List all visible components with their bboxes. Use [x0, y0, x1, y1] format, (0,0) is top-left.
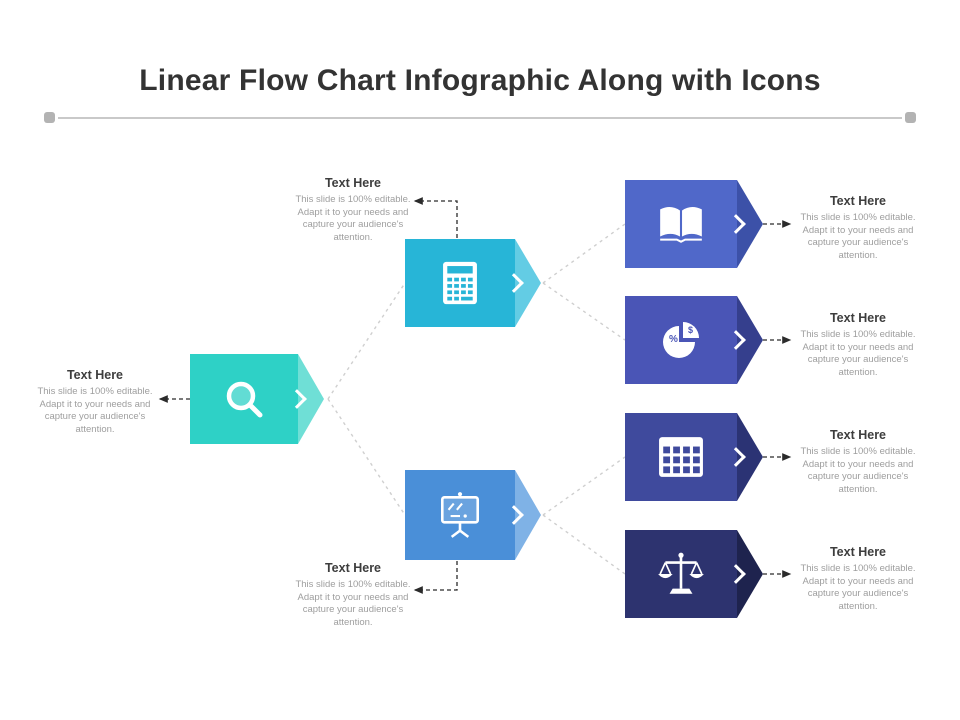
text-block-body: This slide is 100% editable. Adapt it to…	[295, 579, 411, 628]
text-block-body: This slide is 100% editable. Adapt it to…	[295, 194, 411, 243]
text-block-body: This slide is 100% editable. Adapt it to…	[800, 563, 916, 612]
node-scales-body	[625, 530, 737, 618]
text-block-title: Text Here	[829, 194, 887, 208]
text-block-right-2: Text Here This slide is 100% editable. A…	[795, 311, 921, 379]
calculator-icon	[443, 261, 477, 305]
text-block-right-1: Text Here This slide is 100% editable. A…	[795, 194, 921, 262]
text-block-mid-bottom: Text Here This slide is 100% editable. A…	[293, 561, 413, 629]
text-block-body: This slide is 100% editable. Adapt it to…	[800, 446, 916, 495]
text-block-left: Text Here This slide is 100% editable. A…	[35, 368, 155, 436]
node-search-body	[190, 354, 298, 444]
text-block-right-4: Text Here This slide is 100% editable. A…	[795, 545, 921, 613]
divider-endpoint-right	[905, 112, 916, 123]
node-board-body	[405, 470, 515, 560]
pie-chart-icon: % $	[663, 322, 699, 358]
svg-text:%: %	[669, 334, 678, 345]
scales-icon	[658, 552, 704, 594]
search-icon	[226, 381, 263, 418]
title-divider	[58, 117, 902, 119]
presentation-board-icon	[440, 492, 480, 538]
text-block-body: This slide is 100% editable. Adapt it to…	[800, 212, 916, 261]
node-book	[625, 180, 763, 268]
node-table	[625, 413, 763, 501]
node-calculator	[405, 239, 541, 327]
node-calculator-body	[405, 239, 515, 327]
text-block-title: Text Here	[829, 428, 887, 442]
text-block-mid-top: Text Here This slide is 100% editable. A…	[293, 176, 413, 244]
book-icon	[660, 207, 702, 243]
text-block-body: This slide is 100% editable. Adapt it to…	[800, 329, 916, 378]
node-search	[190, 354, 324, 444]
node-book-body	[625, 180, 737, 268]
table-icon	[659, 437, 703, 477]
text-block-title: Text Here	[324, 176, 382, 190]
node-scales	[625, 530, 763, 618]
text-block-body: This slide is 100% editable. Adapt it to…	[37, 386, 153, 435]
text-block-title: Text Here	[829, 311, 887, 325]
node-table-body	[625, 413, 737, 501]
text-block-right-3: Text Here This slide is 100% editable. A…	[795, 428, 921, 496]
node-board	[405, 470, 541, 560]
text-block-title: Text Here	[324, 561, 382, 575]
divider-endpoint-left	[44, 112, 55, 123]
node-pie: % $	[625, 296, 763, 384]
page-title: Linear Flow Chart Infographic Along with…	[139, 64, 821, 97]
svg-text:$: $	[688, 325, 693, 335]
text-block-title: Text Here	[66, 368, 124, 382]
text-block-title: Text Here	[829, 545, 887, 559]
node-pie-body: % $	[625, 296, 737, 384]
